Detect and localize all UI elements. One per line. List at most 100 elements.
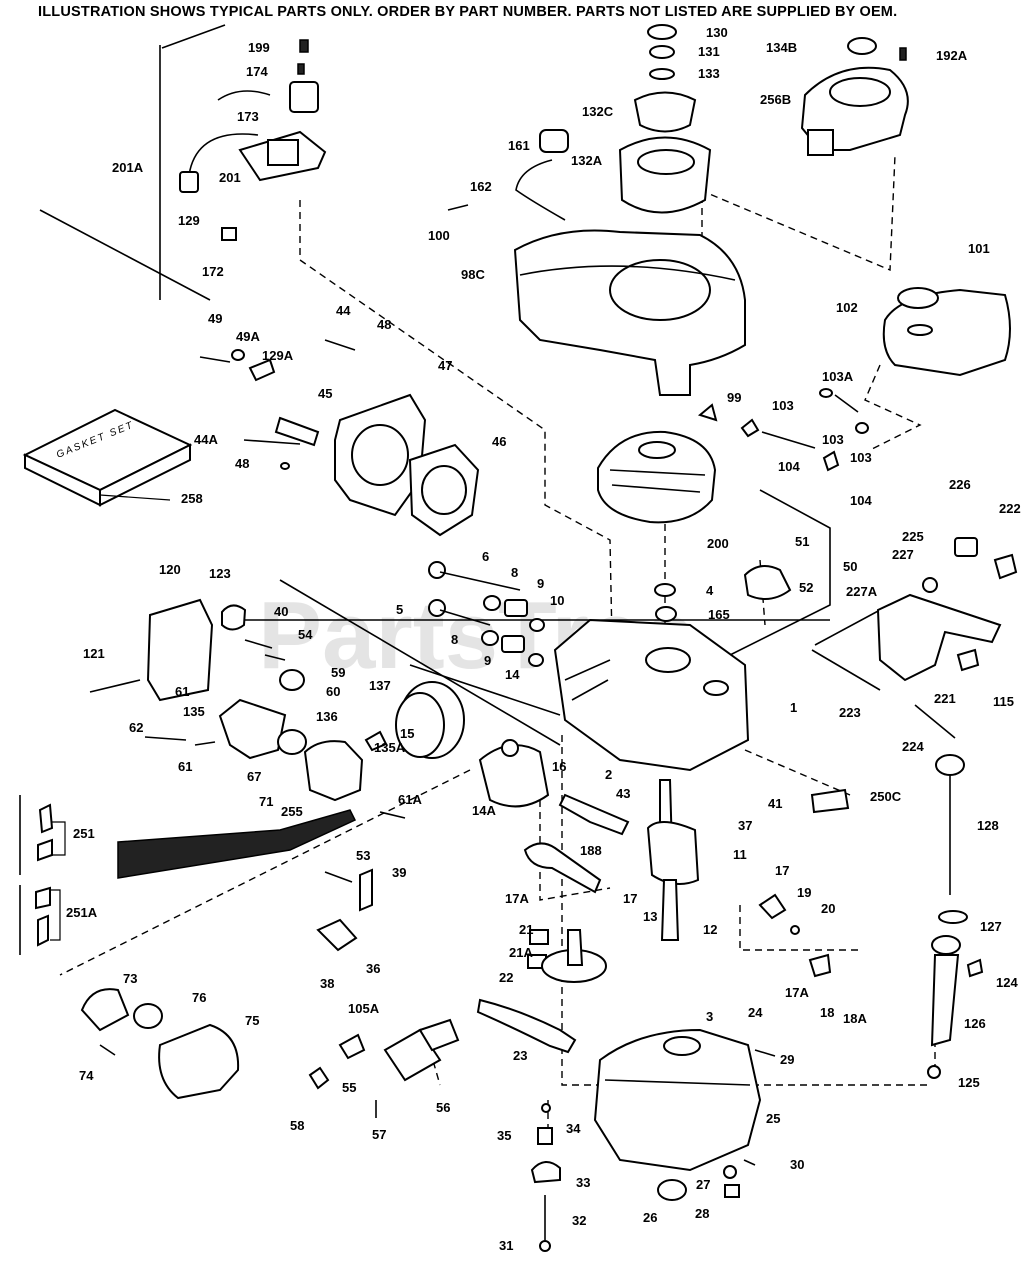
callout-c71: 71 bbox=[259, 794, 273, 809]
callout-c132C: 132C bbox=[582, 104, 614, 119]
callout-c192A: 192A bbox=[936, 48, 968, 63]
callout-c173: 173 bbox=[237, 109, 259, 124]
callout-c103c: 103 bbox=[850, 450, 872, 465]
callout-c225: 225 bbox=[902, 529, 924, 544]
callout-c132A: 132A bbox=[571, 153, 603, 168]
callout-c227: 227 bbox=[892, 547, 914, 562]
callout-c29: 29 bbox=[780, 1052, 794, 1067]
callout-c34: 34 bbox=[566, 1121, 581, 1136]
callout-c37: 37 bbox=[738, 818, 752, 833]
callout-c8b: 8 bbox=[451, 632, 458, 647]
callout-c103a: 103 bbox=[772, 398, 794, 413]
callout-c76: 76 bbox=[192, 990, 206, 1005]
callout-c188: 188 bbox=[580, 843, 602, 858]
callout-c49: 49 bbox=[208, 311, 222, 326]
callout-c43: 43 bbox=[616, 786, 630, 801]
callout-c14A: 14A bbox=[472, 803, 496, 818]
callout-c21A: 21A bbox=[509, 945, 533, 960]
callout-c6: 6 bbox=[482, 549, 489, 564]
callout-c131: 131 bbox=[698, 44, 720, 59]
callout-c26: 26 bbox=[643, 1210, 657, 1225]
callout-c48b: 48 bbox=[235, 456, 249, 471]
callout-c55: 55 bbox=[342, 1080, 356, 1095]
callout-c11: 11 bbox=[733, 847, 747, 862]
callout-c39: 39 bbox=[392, 865, 406, 880]
callout-c99: 99 bbox=[727, 390, 741, 405]
callout-c103A: 103A bbox=[822, 369, 854, 384]
air-filter-assembly bbox=[618, 24, 712, 214]
callout-c5: 5 bbox=[396, 602, 403, 617]
callout-c201: 201 bbox=[219, 170, 241, 185]
valve-train bbox=[428, 561, 545, 667]
callout-c200: 200 bbox=[707, 536, 729, 551]
callout-c129A: 129A bbox=[262, 348, 294, 363]
gasket-set-box: GASKET SET bbox=[22, 408, 193, 507]
callout-c47: 47 bbox=[438, 358, 452, 373]
callout-c125: 125 bbox=[958, 1075, 980, 1090]
callout-c45: 45 bbox=[318, 386, 332, 401]
callout-c74: 74 bbox=[79, 1068, 94, 1083]
callout-c134B: 134B bbox=[766, 40, 797, 55]
callout-c100: 100 bbox=[428, 228, 450, 243]
governor-gear bbox=[530, 1103, 561, 1252]
callout-c27: 27 bbox=[696, 1177, 710, 1192]
callout-c32: 32 bbox=[572, 1213, 586, 1228]
callout-c104a: 104 bbox=[778, 459, 800, 474]
callout-c124: 124 bbox=[996, 975, 1018, 990]
callout-c105A: 105A bbox=[348, 1001, 380, 1016]
callout-labels: 199174173201A201129172130131133132C16113… bbox=[66, 25, 1021, 1253]
callout-c4: 4 bbox=[706, 583, 714, 598]
callout-c136: 136 bbox=[316, 709, 338, 724]
callout-c75: 75 bbox=[245, 1013, 259, 1028]
callout-c165: 165 bbox=[708, 607, 730, 622]
callout-c128: 128 bbox=[977, 818, 999, 833]
callout-c16: 16 bbox=[552, 759, 566, 774]
blower-housing bbox=[447, 129, 746, 396]
callout-c135A: 135A bbox=[374, 740, 406, 755]
callout-c18: 18 bbox=[820, 1005, 834, 1020]
callout-c20: 20 bbox=[821, 901, 835, 916]
callout-c24: 24 bbox=[748, 1005, 763, 1020]
callout-c121: 121 bbox=[83, 646, 105, 661]
callout-c57: 57 bbox=[372, 1127, 386, 1142]
callout-c123: 123 bbox=[209, 566, 231, 581]
callout-c226: 226 bbox=[949, 477, 971, 492]
callout-c22: 22 bbox=[499, 970, 513, 985]
callout-c51: 51 bbox=[795, 534, 809, 549]
callout-c115: 115 bbox=[993, 694, 1014, 709]
crankcase-cover bbox=[593, 1028, 776, 1201]
callout-c2: 2 bbox=[605, 767, 612, 782]
callout-c62: 62 bbox=[129, 720, 143, 735]
callout-c21: 21 bbox=[519, 922, 533, 937]
callout-c1: 1 bbox=[790, 700, 797, 715]
callout-c251: 251 bbox=[73, 826, 95, 841]
callout-c17A: 17A bbox=[505, 891, 529, 906]
callout-c199: 199 bbox=[248, 40, 270, 55]
camshaft-gear bbox=[476, 929, 607, 1054]
callout-c250C: 250C bbox=[870, 789, 902, 804]
callout-c255: 255 bbox=[281, 804, 303, 819]
ignition-module bbox=[179, 39, 327, 241]
callout-c101: 101 bbox=[968, 241, 990, 256]
callout-c61A: 61A bbox=[398, 792, 422, 807]
callout-c73: 73 bbox=[123, 971, 137, 986]
callout-c9b: 9 bbox=[484, 653, 491, 668]
callout-c44: 44 bbox=[336, 303, 351, 318]
cylinder-head bbox=[199, 339, 480, 537]
callout-c172: 172 bbox=[202, 264, 224, 279]
callout-c130: 130 bbox=[706, 25, 728, 40]
callout-c19: 19 bbox=[797, 885, 811, 900]
dipstick bbox=[927, 754, 984, 1079]
callout-c133: 133 bbox=[698, 66, 720, 81]
callout-c52: 52 bbox=[799, 580, 813, 595]
callout-c61b: 61 bbox=[178, 759, 192, 774]
callout-c31: 31 bbox=[499, 1238, 513, 1253]
air-cleaner bbox=[80, 988, 240, 1100]
piston-assembly bbox=[395, 664, 561, 808]
header-note: ILLUSTRATION SHOWS TYPICAL PARTS ONLY. O… bbox=[38, 4, 898, 20]
callout-c41: 41 bbox=[768, 796, 782, 811]
callout-c35: 35 bbox=[497, 1128, 511, 1143]
callout-c201A: 201A bbox=[112, 160, 144, 175]
callout-c8a: 8 bbox=[511, 565, 518, 580]
